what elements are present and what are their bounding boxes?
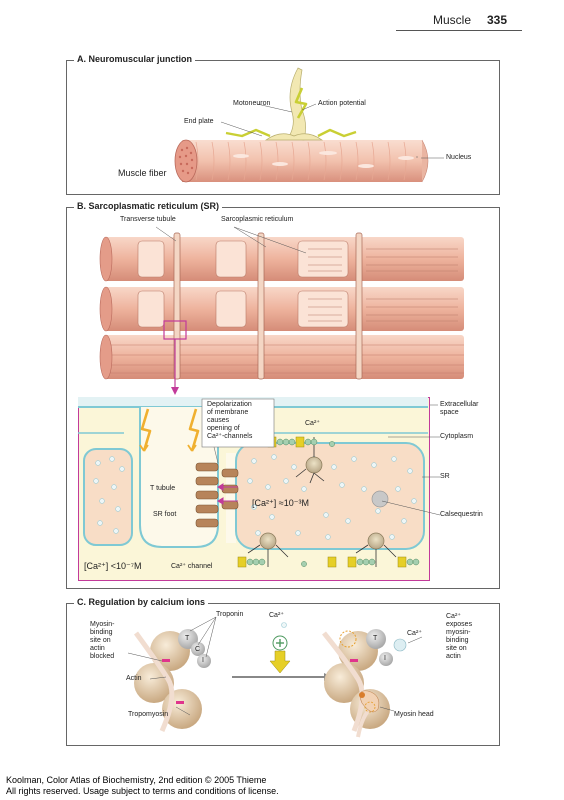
section-title: Muscle: [433, 13, 472, 27]
blocked-line-3: site on: [90, 637, 111, 644]
header-rule: [396, 30, 522, 31]
exposes-line-2: exposes: [446, 621, 473, 628]
ca-ions-sr: [93, 454, 417, 540]
depolarization-callout: [201, 398, 275, 448]
phosphate-beads: [246, 438, 420, 567]
ca-channel-label: Ca²⁺ channel: [171, 563, 213, 570]
calcium-regulation-diagram: [127, 616, 423, 738]
binding-site-exposed: [339, 630, 357, 648]
panel-c-title: C. Regulation by calcium ions: [74, 597, 209, 607]
sarcoplasmic-reticulum-label: Sarcoplasmic reticulum: [221, 216, 294, 223]
motoneuron-label: Motoneuron: [233, 100, 271, 107]
troponin-t-left: [178, 629, 198, 649]
end-plate-label: End plate: [184, 118, 214, 125]
exposes-line-1: Ca²⁺: [446, 613, 461, 620]
ca-concentration-cytoplasm: [Ca²⁺] <10⁻⁷M: [84, 561, 142, 571]
sr-label: SR: [440, 473, 450, 480]
footer-copyright-line-1: Koolman, Color Atlas of Biochemistry, 2n…: [6, 775, 267, 785]
troponin-c-letter-left: C: [195, 646, 201, 653]
tropomyosin-left: [133, 631, 175, 733]
action-potential-signal: [294, 87, 308, 119]
sr-compartment-left: [83, 448, 133, 546]
depolarization-line-3: causes: [207, 417, 230, 424]
myofibril-bottom: [104, 335, 464, 379]
ca-pump-lower-left: [247, 532, 289, 567]
exposes-line-5: site on: [446, 645, 467, 652]
nucleus-label: Nucleus: [446, 154, 472, 161]
troponin-c-left: [191, 642, 205, 656]
blocked-line-2: binding: [90, 629, 113, 636]
ca-concentration-sr: [Ca²⁺] ≈10⁻³M: [252, 498, 309, 508]
muscle-fiber-label: Muscle fiber: [118, 168, 167, 178]
t-tubule-label: T tubule: [150, 485, 176, 492]
extracellular-label-1: Extracellular: [440, 401, 479, 408]
cytoplasm-label: Cytoplasm: [440, 433, 474, 440]
exposes-line-4: binding: [446, 637, 469, 644]
calsequestrin-label: Calsequestrin: [440, 511, 483, 518]
exposes-line-3: myosin-: [446, 629, 471, 636]
depolarization-line-1: Depolarization: [207, 401, 252, 408]
sr-foot-label: SR foot: [153, 511, 177, 518]
troponin-i-left: [197, 654, 211, 668]
troponin-t-letter-right: T: [373, 635, 378, 642]
troponin-c-right: [393, 638, 407, 652]
troponin-i-letter-left: I: [202, 657, 204, 664]
tropomyosin-right: [322, 631, 365, 732]
depolarization-line-4: opening of: [207, 425, 240, 432]
footer-copyright-line-2: All rights reserved. Usage subject to te…: [6, 786, 279, 796]
tropomyosin-label: Tropomyosin: [128, 711, 169, 718]
ca-binding-arrow: [269, 650, 291, 674]
blocked-line-1: Myosin-: [90, 621, 115, 628]
exposes-line-6: actin: [446, 653, 461, 660]
action-potential-label: Action potential: [318, 100, 366, 107]
blocked-line-4: actin: [90, 645, 105, 652]
ca-pump-upper: [295, 437, 325, 484]
myosin-head-label: Myosin head: [394, 711, 434, 718]
transverse-tubule-label: Transverse tubule: [120, 216, 176, 223]
depolarization-line-2: of membrane: [207, 409, 249, 416]
muscle-fiber-body: [182, 140, 422, 182]
troponin-label: Troponin: [216, 611, 244, 618]
actin-label: Actin: [126, 675, 142, 682]
calsequestrin: [371, 490, 389, 508]
troponin-i-right: [379, 652, 393, 666]
sr-detail-diagram: [78, 397, 441, 568]
ca-label-center: Ca²⁺: [269, 612, 284, 619]
depolarization-bolt-right: [188, 408, 200, 452]
troponin-i-letter-right: I: [384, 655, 386, 662]
extracellular-label-2: space: [440, 409, 459, 416]
ca-ion-label: Ca²⁺: [305, 420, 320, 427]
troponin-t-letter-left: T: [185, 635, 190, 642]
fiber-cross-section: [174, 139, 198, 183]
panel-a-title: A. Neuromuscular junction: [74, 54, 196, 64]
sr-fibers-diagram: [99, 226, 464, 395]
troponin-t-right: [366, 629, 386, 649]
ca-pump-lower-right: [355, 532, 397, 567]
depolarization-line-5: Ca²⁺-channels: [207, 433, 253, 440]
neuromuscular-junction-diagram: [174, 67, 444, 183]
page-number: 335: [487, 13, 508, 27]
panel-b-title: B. Sarcoplasmatic reticulum (SR): [74, 201, 223, 211]
depolarization-bolt-left: [140, 408, 152, 452]
ca-label-right: Ca²⁺: [407, 630, 422, 637]
blocked-line-5: blocked: [90, 653, 115, 660]
